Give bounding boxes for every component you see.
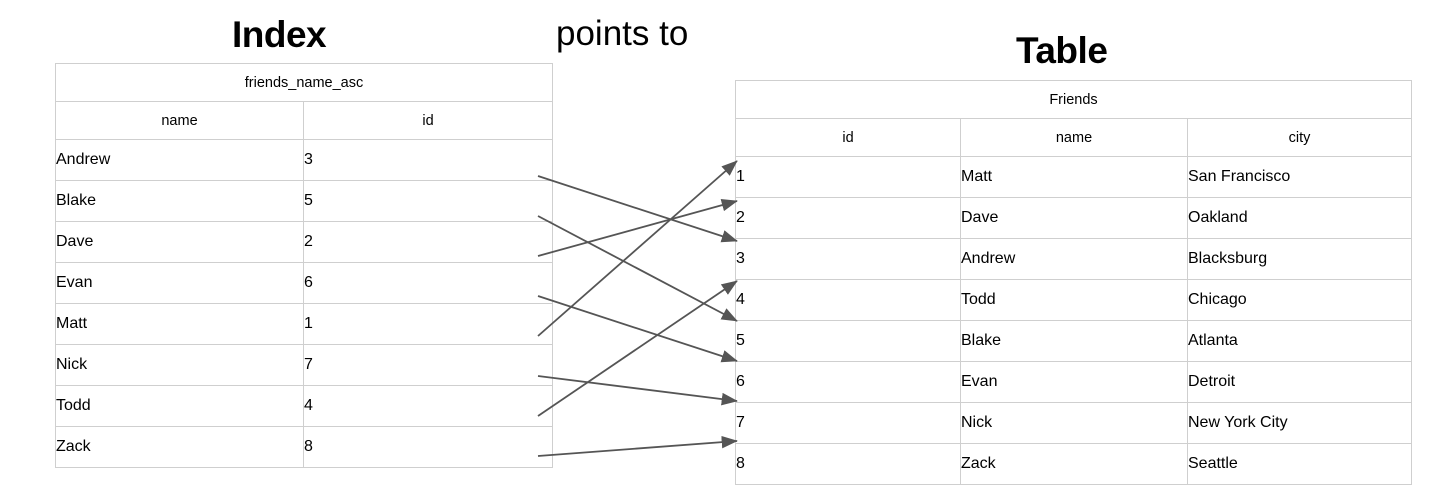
friends-column-header-id: id	[735, 118, 961, 157]
table-row: Evan 6	[55, 262, 553, 304]
index-cell-name: Todd	[55, 385, 304, 427]
friends-cell-city: Detroit	[1187, 361, 1412, 403]
friends-cell-name: Dave	[960, 197, 1188, 239]
index-cell-name: Zack	[55, 426, 304, 468]
pointer-arrow-Todd-to-id-4	[537, 280, 738, 417]
friends-cell-city: New York City	[1187, 402, 1412, 444]
friends-header-row: id name city	[735, 118, 1412, 157]
pointer-arrow-Blake-to-id-5	[537, 215, 738, 322]
friends-cell-id: 4	[735, 279, 961, 321]
friends-cell-city: Atlanta	[1187, 320, 1412, 362]
friends-cell-name: Todd	[960, 279, 1188, 321]
index-column-header-id: id	[303, 101, 553, 140]
index-cell-id: 5	[303, 180, 553, 222]
friends-cell-id: 1	[735, 156, 961, 198]
friends-cell-city: San Francisco	[1187, 156, 1412, 198]
table-row: 5 Blake Atlanta	[735, 320, 1412, 362]
friends-cell-name: Andrew	[960, 238, 1188, 280]
pointer-arrow-Evan-to-id-6	[537, 295, 738, 363]
friends-cell-city: Blacksburg	[1187, 238, 1412, 280]
friends-cell-name: Nick	[960, 402, 1188, 444]
table-row: Matt 1	[55, 303, 553, 345]
index-cell-name: Nick	[55, 344, 304, 386]
index-cell-name: Blake	[55, 180, 304, 222]
index-cell-id: 7	[303, 344, 553, 386]
friends-cell-id: 8	[735, 443, 961, 485]
table-row: Dave 2	[55, 221, 553, 263]
table-row: Nick 7	[55, 344, 553, 386]
index-table-name: friends_name_asc	[55, 63, 553, 102]
index-cell-name: Evan	[55, 262, 304, 304]
pointer-arrow-Dave-to-id-2	[537, 199, 738, 257]
index-cell-id: 8	[303, 426, 553, 468]
friends-column-header-city: city	[1187, 118, 1412, 157]
table-row: Zack 8	[55, 426, 553, 468]
table-row: Andrew 3	[55, 139, 553, 181]
table-row: 6 Evan Detroit	[735, 361, 1412, 403]
friends-cell-id: 5	[735, 320, 961, 362]
index-cell-name: Andrew	[55, 139, 304, 181]
friends-table-name: Friends	[735, 80, 1412, 119]
friends-cell-name: Matt	[960, 156, 1188, 198]
friends-table-name-row: Friends	[735, 80, 1412, 119]
table-row: Todd 4	[55, 385, 553, 427]
friends-table: Friends id name city 1 Matt San Francisc…	[735, 80, 1412, 485]
friends-cell-id: 6	[735, 361, 961, 403]
table-row: 8 Zack Seattle	[735, 443, 1412, 485]
index-table: friends_name_asc name id Andrew 3 Blake …	[55, 63, 553, 468]
index-cell-id: 3	[303, 139, 553, 181]
friends-cell-city: Seattle	[1187, 443, 1412, 485]
friends-cell-city: Oakland	[1187, 197, 1412, 239]
table-row: Blake 5	[55, 180, 553, 222]
index-cell-name: Dave	[55, 221, 304, 263]
index-title: Index	[232, 14, 327, 55]
points-to-label: points to	[556, 14, 689, 53]
friends-column-header-name: name	[960, 118, 1188, 157]
index-cell-id: 6	[303, 262, 553, 304]
index-cell-name: Matt	[55, 303, 304, 345]
index-column-header-name: name	[55, 101, 304, 140]
index-cell-id: 4	[303, 385, 553, 427]
index-cell-id: 2	[303, 221, 553, 263]
table-row: 3 Andrew Blacksburg	[735, 238, 1412, 280]
index-table-name-row: friends_name_asc	[55, 63, 553, 102]
table-row: 2 Dave Oakland	[735, 197, 1412, 239]
friends-cell-id: 7	[735, 402, 961, 444]
table-row: 4 Todd Chicago	[735, 279, 1412, 321]
friends-cell-name: Zack	[960, 443, 1188, 485]
friends-cell-id: 2	[735, 197, 961, 239]
friends-cell-city: Chicago	[1187, 279, 1412, 321]
pointer-arrow-Zack-to-id-8	[537, 435, 738, 457]
friends-cell-name: Evan	[960, 361, 1188, 403]
index-cell-id: 1	[303, 303, 553, 345]
friends-cell-name: Blake	[960, 320, 1188, 362]
table-row: 7 Nick New York City	[735, 402, 1412, 444]
pointer-arrow-Matt-to-id-1	[537, 160, 738, 337]
table-row: 1 Matt San Francisco	[735, 156, 1412, 198]
pointer-arrow-Nick-to-id-7	[537, 375, 738, 406]
friends-cell-id: 3	[735, 238, 961, 280]
table-title: Table	[1016, 30, 1108, 71]
pointer-arrow-Andrew-to-id-3	[537, 175, 738, 243]
index-header-row: name id	[55, 101, 553, 140]
